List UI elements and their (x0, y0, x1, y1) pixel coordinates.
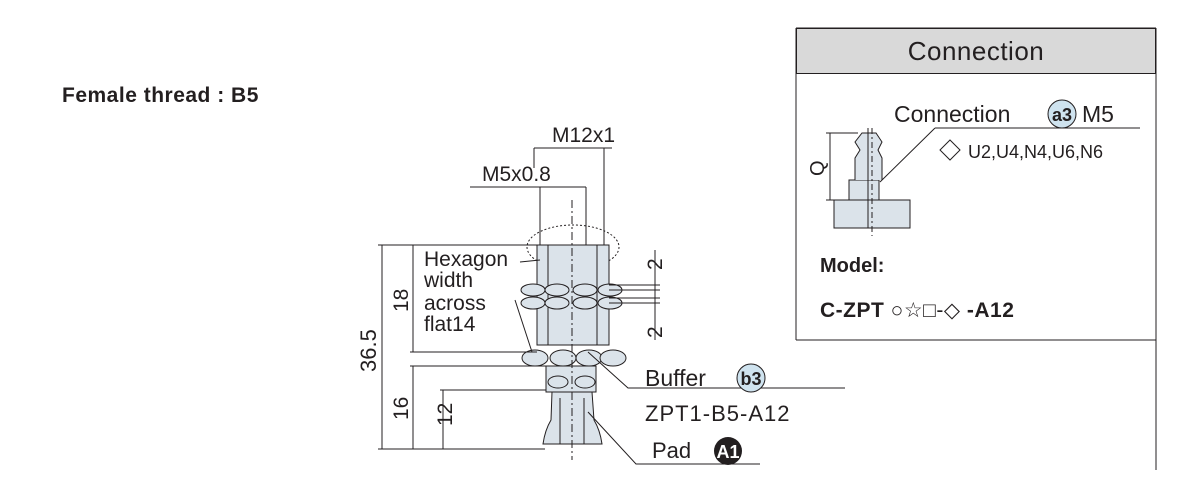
diamond-icon (939, 139, 961, 161)
model-prefix: C-ZPT (820, 299, 885, 322)
pad-label: Pad (652, 438, 691, 463)
panel-title: Connection (796, 28, 1156, 74)
buffer-badge-text: b3 (740, 369, 761, 389)
lower-hex-nut (521, 349, 627, 367)
connection-badge (1047, 99, 1077, 129)
connection-badge-text: a3 (1052, 105, 1072, 125)
dim-2-bottom: 2 (644, 326, 667, 338)
dim-2-top: 2 (644, 258, 667, 270)
svg-text:across: across (424, 292, 486, 315)
dim-12: 12 (434, 403, 457, 426)
diamond-options: U2,U4,N4,U6,N6 (968, 142, 1103, 162)
pad-badge (714, 437, 742, 465)
buffer-badge (736, 363, 766, 393)
section-title: Female thread : B5 (62, 84, 259, 107)
thread-detail-circle (526, 224, 620, 270)
model-symbols: ○☆□-◇ (890, 299, 961, 322)
m5-label: M5x0.8 (482, 163, 551, 186)
hex-nuts (520, 283, 623, 310)
svg-text:width: width (423, 269, 473, 292)
model-code: C-ZPT ○☆□-◇ -A12 (820, 298, 1014, 323)
q-label: Q (807, 160, 829, 176)
connection-fitting (833, 128, 911, 236)
hexagon-note: Hexagon width across flat14 (423, 248, 508, 336)
svg-text:flat14: flat14 (424, 313, 476, 336)
connection-size: M5 (1082, 101, 1114, 127)
buffer-part-number: ZPT1-B5-A12 (645, 401, 791, 426)
model-label: Model: (820, 255, 885, 277)
dim-18: 18 (390, 289, 413, 312)
dim-36-5: 36.5 (356, 329, 381, 372)
connection-label: Connection (894, 101, 1010, 127)
model-suffix: -A12 (966, 299, 1015, 322)
svg-text:Hexagon: Hexagon (424, 248, 508, 271)
pad-badge-text: A1 (716, 442, 739, 462)
m12-label: M12x1 (552, 124, 615, 147)
dim-16: 16 (390, 397, 413, 420)
pad-shape (542, 391, 603, 445)
buffer-label: Buffer (645, 365, 706, 391)
